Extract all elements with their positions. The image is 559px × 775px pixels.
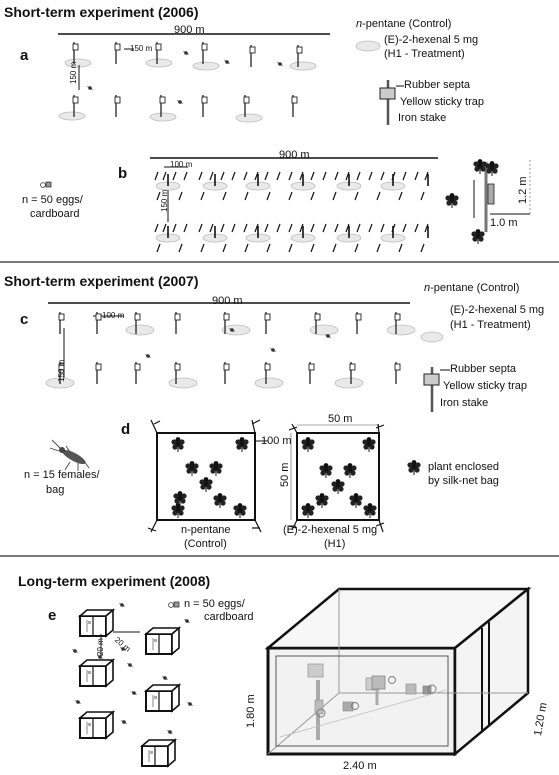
legend-2007 [420,331,450,412]
section-title-2007: Short-term experiment (2007) [4,273,199,289]
distance-50m-horizontal: 50 m [328,413,353,425]
females-per-bag-line1: n = 15 females/ [24,469,100,481]
distance-100m-b: 100 m [170,160,193,169]
panel-d-plots [147,419,385,533]
eggs-per-cardboard-2008-line1: n = 50 eggs/ [184,598,245,610]
distance-150m-b: 150 m [160,189,169,212]
legend-treatment-line1-2007: (E)-2-hexenal 5 mg [450,304,545,316]
distance-900m-c: 900 m [212,295,243,307]
eggs-per-cardboard-line1: n = 50 eggs/ [22,194,83,206]
legend-iron-stake-2007: Iron stake [440,397,489,409]
plot-control-line1: n-pentane [181,524,231,536]
panel-label-c: c [20,311,29,328]
plot-treatment-line2: (H1) [324,538,346,550]
legend-control-label: n-pentane (Control) [356,18,452,30]
female-insect-icon [49,439,90,471]
legend-rubber-septa: Rubber septa [404,79,471,91]
legend-treatment-line2: (H1 - Treatment) [384,48,465,60]
plot-control-line2: (Control) [184,538,227,550]
distance-20m-b: 20 m [96,638,105,656]
distance-900m-a: 900 m [174,24,205,36]
plant-legend-line1: plant enclosed [428,461,499,473]
eggs-icon-2006 [40,181,52,188]
distance-50m-vertical: 50 m [279,462,291,487]
panel-label-a: a [20,47,29,64]
panel-label-b: b [118,165,128,182]
cage-height-label: 1.80 m [245,694,257,728]
panel-a-field [58,33,330,123]
distance-150m-horizontal: 150 m [130,44,153,53]
panel-e-cages [72,601,193,767]
distance-900m-b: 900 m [279,149,310,161]
eggs-per-cardboard-line2: cardboard [30,208,80,220]
distance-100m-c: 100 m [102,311,125,320]
plant-legend-icon [406,459,422,476]
plot-treatment-line1: (E)-2-hexenal 5 mg [283,524,378,536]
legend-treatment-line2-2007: (H1 - Treatment) [450,319,531,331]
distance-150m-vertical: 150 m [69,61,78,84]
legend-treatment-line1: (E)-2-hexenal 5 mg [384,34,479,46]
section-title-2006: Short-term experiment (2006) [4,4,199,20]
section-title-2008: Long-term experiment (2008) [18,573,211,589]
panel-c-field [45,302,416,389]
dimension-1-0m: 1.0 m [490,217,518,229]
cage-width-label: 2.40 m [343,760,377,772]
eggs-per-cardboard-2008-line2: cardboard [204,611,254,623]
panel-b-field [150,157,438,253]
dimension-1-2m: 1.2 m [517,176,529,204]
panel-label-d: d [121,421,131,438]
large-cage [264,586,532,757]
legend-yellow-sticky-trap: Yellow sticky trap [400,96,484,108]
females-per-bag-line2: bag [46,484,65,496]
plant-legend-line2: by silk-net bag [428,475,499,487]
legend-2006 [355,40,404,125]
distance-100m-d: 100 m [261,435,292,447]
legend-yellow-sticky-trap-2007: Yellow sticky trap [443,380,527,392]
legend-rubber-septa-2007: Rubber septa [450,363,517,375]
panel-label-e: e [48,607,57,624]
panel-b-trap-detail [444,158,531,245]
legend-control-label-2007: n-pentane (Control) [424,282,520,294]
distance-150m-c: 150 m [57,359,66,382]
legend-iron-stake: Iron stake [398,112,447,124]
